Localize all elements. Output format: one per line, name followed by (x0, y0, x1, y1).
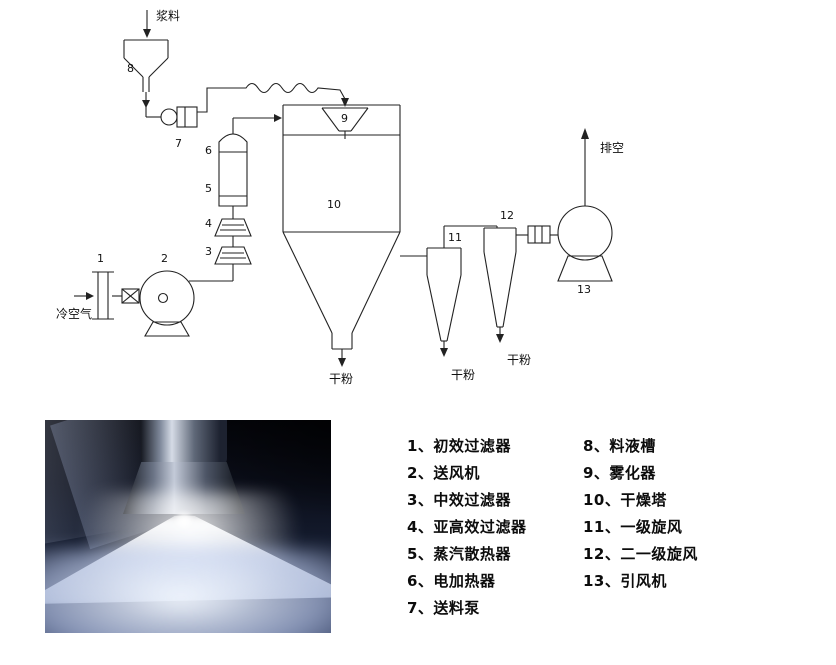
legend-item: 4、亚高效过滤器 (407, 518, 527, 536)
exhaust-stack (581, 128, 589, 206)
primary-filter (92, 271, 114, 320)
medium-filter-number: 3 (205, 245, 212, 258)
cyclone-1 (426, 247, 462, 357)
feed-tank (123, 39, 169, 92)
drying-tower-number: 10 (327, 198, 341, 211)
slurry-inlet-arrow (143, 10, 151, 38)
legend-item: 13、引风机 (583, 572, 667, 590)
dry-powder-label-tower: 干粉 (329, 372, 353, 386)
legend-item: 7、送料泵 (407, 599, 480, 617)
mist-cloud (45, 548, 331, 633)
process-flow-diagram: 浆料 8 7 9 (56, 8, 624, 386)
spray-photo (45, 420, 331, 633)
dry-powder-label-cyclone-2: 干粉 (507, 353, 531, 367)
dry-powder-label-cyclone-1: 干粉 (451, 368, 475, 382)
feed-tank-outlet-pipe (142, 92, 161, 118)
cyclone-2-number: 12 (500, 209, 514, 222)
legend-item: 12、二一级旋风 (583, 545, 698, 563)
electric-heater-number: 6 (205, 144, 212, 157)
sub-hepa-filter-number: 4 (205, 217, 212, 230)
sub-hepa-filter (214, 206, 252, 237)
legend-item: 5、蒸汽散热器 (407, 545, 511, 563)
feed-pump-number: 7 (175, 137, 182, 150)
legend-item: 2、送风机 (407, 464, 480, 482)
nozzle-tip (175, 512, 193, 528)
legend-item: 10、干燥塔 (583, 491, 667, 509)
drying-tower (282, 104, 401, 367)
induced-draft-fan-number: 13 (577, 283, 591, 296)
exhaust-label: 排空 (600, 141, 624, 155)
cyclone-2 (483, 227, 517, 343)
primary-filter-number: 1 (97, 252, 104, 265)
atomizer-number: 9 (341, 112, 348, 125)
atomizer-housing (141, 420, 227, 468)
medium-filter (214, 236, 252, 265)
inlet-coupling (112, 288, 140, 304)
legend-item: 8、料液槽 (583, 437, 656, 455)
legend-item: 6、电加热器 (407, 572, 496, 590)
feed-pipe (197, 82, 349, 113)
blower-fan-number: 2 (161, 252, 168, 265)
hot-air-pipe (232, 114, 282, 134)
cold-air-label: 冷空气 (56, 306, 92, 321)
cold-air-inlet-arrow (74, 292, 94, 300)
blower-fan (139, 270, 195, 337)
legend-item: 3、中效过滤器 (407, 491, 511, 509)
heater-column (218, 133, 248, 207)
legend-item: 11、一级旋风 (583, 518, 683, 536)
feed-pump (160, 106, 198, 128)
legend-item: 9、雾化器 (583, 464, 656, 482)
steam-radiator-number: 5 (205, 182, 212, 195)
legend-item: 1、初效过滤器 (407, 437, 511, 455)
legend-column-1: 1、初效过滤器 2、送风机 3、中效过滤器 4、亚高效过滤器 5、蒸汽散热器 6… (407, 433, 526, 622)
induced-draft-fan (557, 205, 613, 282)
feed-tank-number: 8 (127, 62, 134, 75)
legend-column-2: 8、料液槽 9、雾化器 10、干燥塔 11、一级旋风 12、二一级旋风 13、引… (583, 433, 698, 595)
cyclone-1-number: 11 (448, 231, 462, 244)
blower-duct (189, 264, 234, 282)
slurry-label: 浆料 (156, 8, 180, 23)
damper (516, 225, 558, 244)
